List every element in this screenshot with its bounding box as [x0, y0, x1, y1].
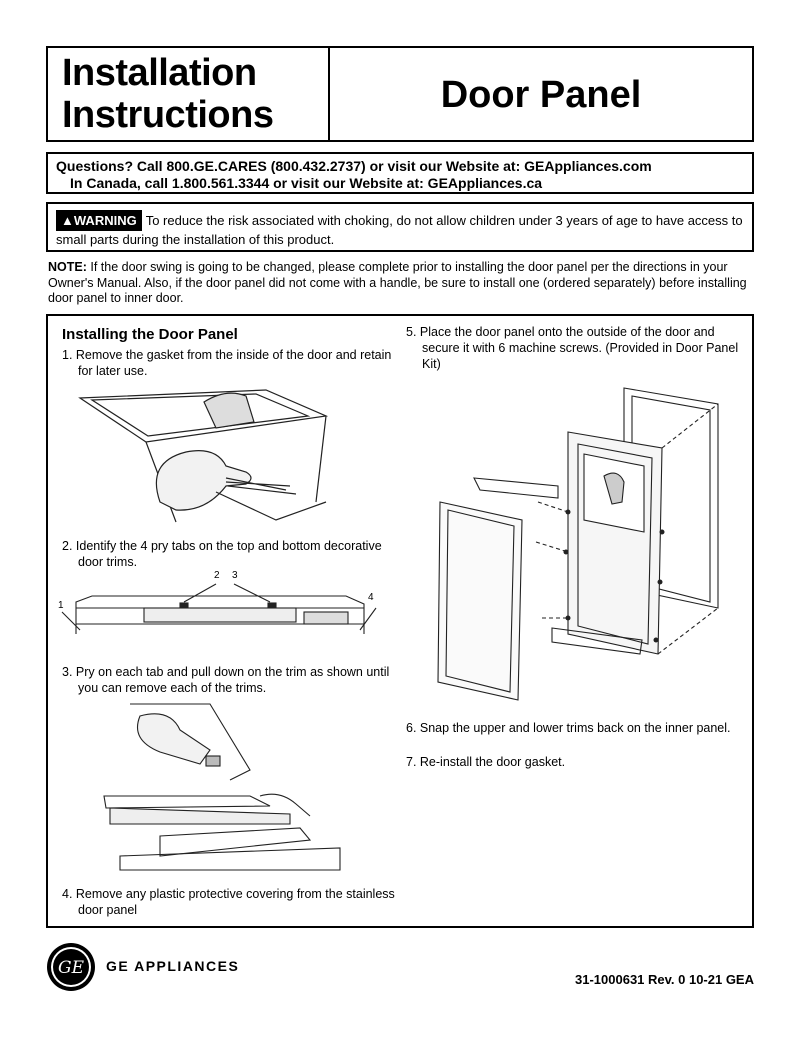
heading-line-1: Installation: [62, 52, 257, 94]
questions-line-2: In Canada, call 1.800.561.3344 or visit …: [70, 175, 543, 191]
questions-line-1: Questions? Call 800.GE.CARES (800.432.27…: [56, 158, 652, 174]
header-left-box: Installation Instructions: [46, 46, 330, 142]
document-title: Door Panel: [440, 74, 642, 116]
warning-triangle-icon: ▲: [61, 213, 74, 228]
note-text: If the door swing is going to be changed…: [48, 260, 747, 305]
warning-badge-label: WARNING: [73, 213, 137, 228]
ge-logo-icon: GE: [47, 943, 95, 991]
warning-badge: ▲WARNING: [56, 210, 142, 231]
step-4: 4. Remove any plastic protective coverin…: [62, 887, 395, 917]
warning-text: To reduce the risk associated with choki…: [56, 213, 743, 247]
step-6: 6. Snap the upper and lower trims back o…: [406, 721, 731, 735]
installation-steps-box: Installing the Door Panel 1. Remove the …: [46, 314, 754, 928]
step-3: 3. Pry on each tab and pull down on the …: [62, 665, 390, 695]
header-right-box: Door Panel: [328, 46, 754, 142]
door-panel-exploded-illustration: [437, 387, 719, 701]
callout-1: 1: [58, 600, 64, 611]
callout-2: 2: [214, 570, 220, 581]
note-label: NOTE:: [48, 260, 87, 274]
ge-logo-text: GE: [58, 958, 85, 978]
installation-instructions-heading: Installation Instructions: [62, 52, 274, 136]
step-2: 2. Identify the 4 pry tabs on the top an…: [62, 539, 382, 569]
callout-4: 4: [368, 592, 374, 603]
section-title: Installing the Door Panel: [62, 326, 238, 343]
document-number: 31-1000631 Rev. 0 10-21 GEA: [575, 972, 754, 987]
note-paragraph: NOTE: If the door swing is going to be c…: [48, 260, 752, 307]
questions-box: Questions? Call 800.GE.CARES (800.432.27…: [46, 152, 754, 194]
step-7: 7. Re-install the door gasket.: [406, 755, 566, 769]
brand-name: GE APPLIANCES: [106, 958, 240, 974]
callout-3: 3: [232, 570, 238, 581]
pry-trim-illustration: [103, 703, 341, 871]
pry-tabs-illustration: 2 3 1 4: [58, 570, 377, 634]
gasket-removal-illustration: [78, 389, 329, 523]
step-5: 5. Place the door panel onto the outside…: [406, 325, 739, 371]
step-1: 1. Remove the gasket from the inside of …: [62, 348, 392, 378]
left-column: Installing the Door Panel 1. Remove the …: [62, 324, 392, 379]
heading-line-2: Instructions: [62, 94, 274, 136]
right-column: 5. Place the door panel onto the outside…: [406, 324, 746, 372]
